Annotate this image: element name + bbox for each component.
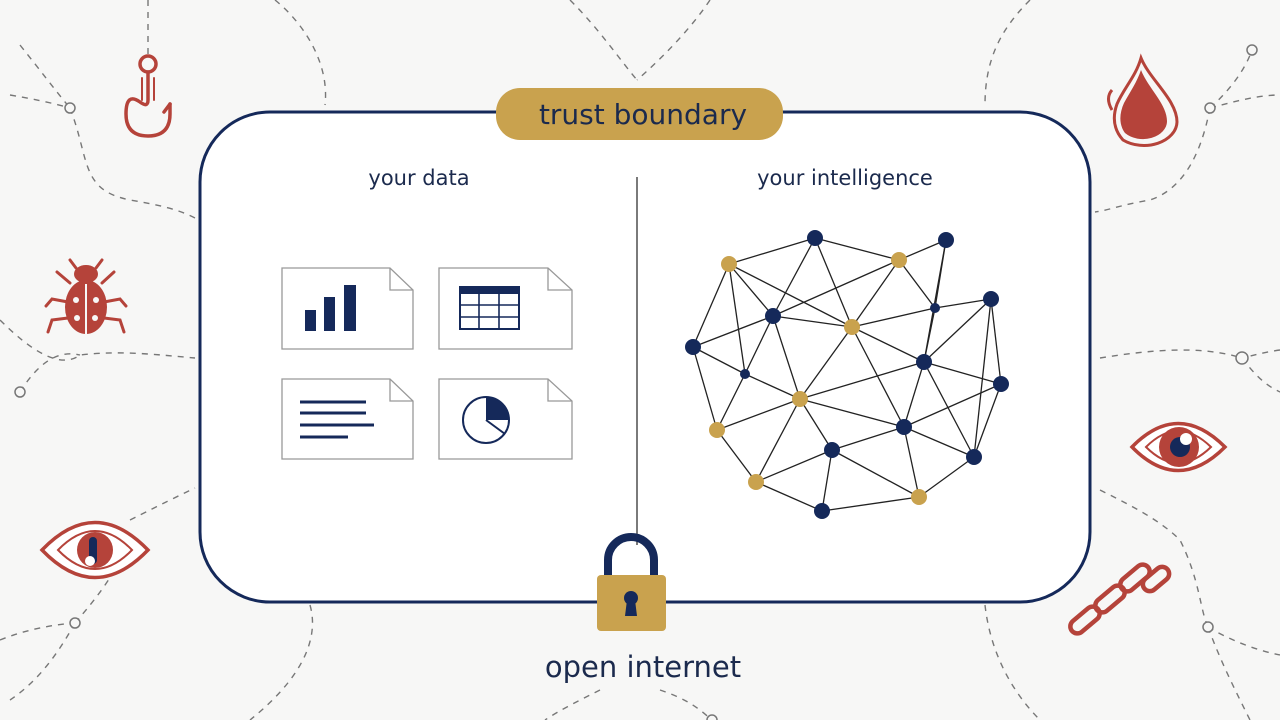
network-node-navy xyxy=(896,419,912,435)
network-edge xyxy=(728,263,746,375)
network-edge xyxy=(851,259,900,328)
network-nodes xyxy=(685,230,1009,519)
network-edge xyxy=(821,496,920,512)
network-edge xyxy=(923,361,1002,385)
network-node-navy xyxy=(916,354,932,370)
network-path-nodes xyxy=(14,44,1258,720)
network-edge xyxy=(799,361,925,400)
table-grid-icon xyxy=(459,286,520,330)
network-node-navy xyxy=(966,449,982,465)
network-edge xyxy=(898,239,947,261)
network-edge xyxy=(692,315,774,348)
network-edge xyxy=(692,346,746,375)
trust-boundary-label-pill: trust boundary xyxy=(496,88,783,140)
network-edge xyxy=(990,298,1002,385)
network-node-navy xyxy=(983,291,999,307)
eye-icon xyxy=(1129,421,1228,473)
network-edge xyxy=(898,259,936,309)
network-edge xyxy=(799,398,833,451)
network-node-navy xyxy=(938,232,954,248)
network-edge xyxy=(973,383,1002,458)
network-edge xyxy=(814,237,853,328)
network-edge xyxy=(923,298,992,363)
network-edge xyxy=(831,449,920,498)
network-node-gold xyxy=(911,489,927,505)
network-edge xyxy=(799,326,853,400)
your-data-heading: your data xyxy=(368,166,469,190)
network-edge xyxy=(903,383,1002,428)
bar-chart-icon xyxy=(305,285,356,331)
network-node-navy xyxy=(824,442,840,458)
network-edge xyxy=(851,326,925,363)
network-node-navy xyxy=(993,376,1009,392)
network-edge xyxy=(716,429,757,483)
network-node-gold xyxy=(792,391,808,407)
network-edge xyxy=(923,307,936,363)
fishhook-icon xyxy=(124,54,172,138)
network-edge xyxy=(821,449,833,512)
network-node-gold xyxy=(891,252,907,268)
network-edge xyxy=(831,426,905,451)
network-edge xyxy=(772,315,853,328)
network-edge xyxy=(814,237,900,261)
network-edge xyxy=(728,237,816,265)
network-edge xyxy=(772,259,900,317)
network-edge xyxy=(728,263,853,328)
network-edge xyxy=(923,361,975,458)
network-edge xyxy=(692,346,718,431)
network-node-navy xyxy=(807,230,823,246)
pie-chart-document xyxy=(438,378,573,460)
network-node-gold xyxy=(844,319,860,335)
network-edge xyxy=(716,398,801,431)
network-edge xyxy=(755,398,801,483)
blood-drop-icon xyxy=(1107,53,1179,147)
your-intelligence-heading: your intelligence xyxy=(757,166,933,190)
padlock-icon xyxy=(597,533,666,631)
trust-boundary-label: trust boundary xyxy=(539,98,747,131)
bar-chart-document xyxy=(281,267,414,350)
intelligence-network xyxy=(685,230,1009,519)
network-edge xyxy=(851,307,936,328)
network-edge xyxy=(918,456,975,498)
network-edge xyxy=(716,373,746,431)
eye-icon xyxy=(39,520,151,580)
network-edges xyxy=(692,237,1002,512)
network-node-navy xyxy=(740,369,750,379)
text-lines-icon xyxy=(300,400,374,439)
trust-boundary-box xyxy=(198,110,1092,604)
network-node-navy xyxy=(765,308,781,324)
network-edge xyxy=(744,315,774,375)
network-edge xyxy=(744,373,801,400)
network-node-gold xyxy=(721,256,737,272)
network-edge xyxy=(903,426,920,498)
network-edge xyxy=(934,298,992,309)
network-edge xyxy=(755,481,823,512)
network-edge xyxy=(799,398,905,428)
network-edge xyxy=(903,361,925,428)
table-document xyxy=(438,267,573,350)
bug-icon xyxy=(44,258,128,334)
network-node-navy xyxy=(814,503,830,519)
network-edge xyxy=(851,326,905,428)
text-document xyxy=(281,378,414,460)
network-node-gold xyxy=(748,474,764,490)
network-edge xyxy=(772,315,801,400)
pie-chart-icon xyxy=(462,396,510,444)
network-edge xyxy=(772,237,816,317)
chain-link-icon xyxy=(1068,562,1172,636)
network-node-navy xyxy=(930,303,940,313)
network-edge xyxy=(692,263,730,348)
network-edge xyxy=(728,263,774,317)
open-internet-label: open internet xyxy=(545,650,741,684)
network-edge xyxy=(755,449,833,483)
network-node-navy xyxy=(685,339,701,355)
network-edge xyxy=(903,426,975,458)
network-node-gold xyxy=(709,422,725,438)
network-edge xyxy=(973,298,992,458)
